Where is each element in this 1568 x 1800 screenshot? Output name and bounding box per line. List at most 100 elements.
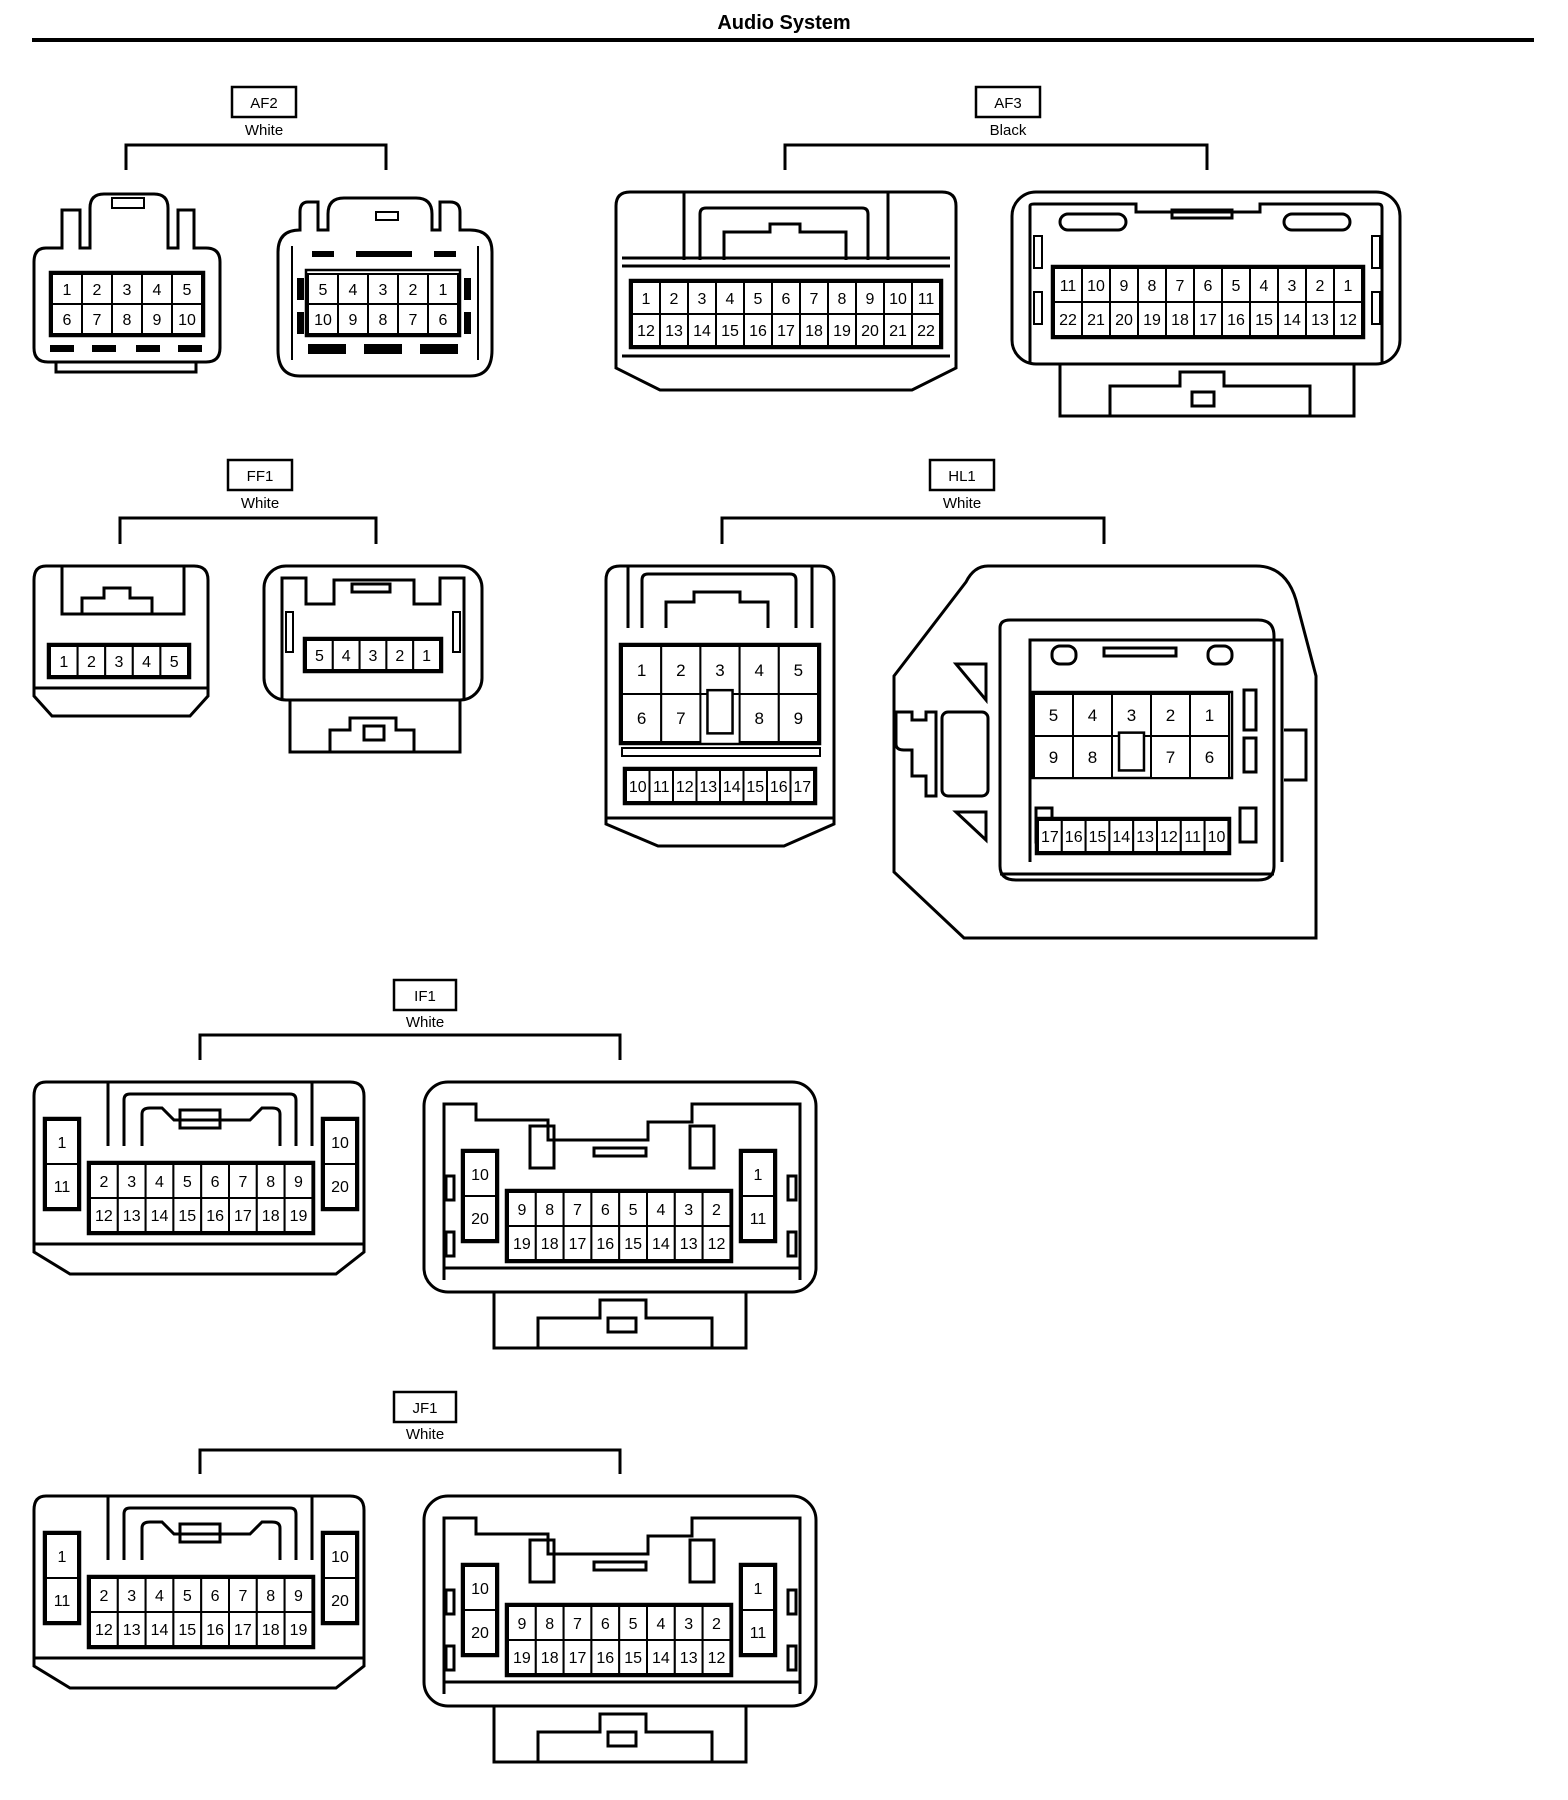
pin-number: 9 bbox=[866, 291, 875, 308]
pin-number: 10 bbox=[471, 1167, 489, 1184]
pin-number: 18 bbox=[541, 1650, 559, 1667]
pin-number: 12 bbox=[95, 1208, 113, 1225]
pin-number: 3 bbox=[127, 1174, 136, 1191]
pin-number: 5 bbox=[183, 1174, 192, 1191]
pin-number: 4 bbox=[1260, 278, 1269, 295]
pin-number: 14 bbox=[1112, 829, 1130, 846]
pin-number: 19 bbox=[513, 1650, 531, 1667]
connector-color: White bbox=[406, 1426, 444, 1443]
pin-number: 11 bbox=[750, 1211, 767, 1228]
pin-grid-if1-left-side-a: 111 bbox=[45, 1119, 79, 1209]
pin-number: 21 bbox=[1087, 312, 1105, 329]
pin-cell bbox=[463, 1195, 497, 1241]
pin-cell bbox=[1221, 267, 1251, 303]
hl1-female-housing bbox=[604, 564, 836, 848]
pin-cell bbox=[228, 1611, 258, 1647]
pin-cell bbox=[741, 1565, 775, 1611]
pin-number: 3 bbox=[379, 282, 388, 299]
pin-number: 7 bbox=[676, 709, 685, 728]
pin-number: 14 bbox=[693, 323, 711, 340]
pin-number: 9 bbox=[1120, 278, 1129, 295]
pin-number: 8 bbox=[1088, 748, 1097, 767]
pin-cell bbox=[427, 273, 459, 305]
pin-number: 17 bbox=[234, 1622, 252, 1639]
pin-cell bbox=[1203, 819, 1230, 853]
pin-cell bbox=[131, 645, 162, 677]
pin-number: 6 bbox=[601, 1202, 610, 1219]
pin-number: 11 bbox=[54, 1179, 71, 1196]
side-rib bbox=[1033, 235, 1043, 269]
pin-number: 10 bbox=[331, 1549, 349, 1566]
connector-code: FF1 bbox=[247, 468, 274, 485]
pin-cell bbox=[701, 1639, 732, 1675]
pin-cell bbox=[283, 1577, 314, 1613]
pin-number: 10 bbox=[629, 779, 647, 796]
bracket bbox=[198, 1448, 622, 1474]
pin-cell bbox=[621, 693, 663, 743]
pin-number: 17 bbox=[1041, 829, 1059, 846]
pin-number: 11 bbox=[1060, 278, 1077, 295]
pin-number: 18 bbox=[805, 323, 823, 340]
pin-number: 3 bbox=[715, 661, 724, 680]
pin-cell bbox=[883, 281, 913, 315]
pin-number: 8 bbox=[545, 1616, 554, 1633]
pin-number: 9 bbox=[294, 1174, 303, 1191]
pin-number: 7 bbox=[238, 1174, 247, 1191]
connector-code: JF1 bbox=[412, 1400, 437, 1417]
pin-cell bbox=[660, 693, 702, 743]
pin-cell bbox=[116, 1197, 147, 1233]
jf1-female-housing bbox=[32, 1494, 366, 1690]
pin-cell bbox=[159, 645, 189, 677]
pin-number: 16 bbox=[1227, 312, 1245, 329]
pin-number: 4 bbox=[656, 1202, 665, 1219]
pin-cell bbox=[1305, 301, 1335, 337]
pin-cell bbox=[618, 1639, 649, 1675]
pin-cell bbox=[463, 1151, 497, 1197]
pin-cell bbox=[51, 303, 83, 335]
pin-number: 22 bbox=[917, 323, 935, 340]
pin-number: 1 bbox=[1344, 278, 1353, 295]
af3-male-housing bbox=[1010, 190, 1402, 418]
pin-number: 10 bbox=[471, 1581, 489, 1598]
pin-cell bbox=[1165, 267, 1195, 303]
pin-number: 8 bbox=[545, 1202, 554, 1219]
pin-number: 10 bbox=[1208, 829, 1226, 846]
pin-number: 16 bbox=[206, 1622, 224, 1639]
pin-number: 12 bbox=[1339, 312, 1357, 329]
pin-cell bbox=[111, 303, 143, 335]
pin-cell bbox=[1150, 735, 1191, 779]
connector-label-box bbox=[230, 85, 298, 119]
bracket bbox=[124, 143, 388, 170]
pin-cell bbox=[255, 1611, 286, 1647]
side-rib bbox=[464, 312, 471, 334]
pin-cell bbox=[789, 769, 815, 803]
pin-number: 13 bbox=[123, 1622, 141, 1639]
connector-label-box bbox=[928, 458, 996, 492]
side-rib bbox=[1033, 291, 1043, 325]
af2-male-housing bbox=[276, 196, 494, 378]
ff1-female-housing bbox=[32, 564, 210, 718]
pin-number: 4 bbox=[754, 661, 763, 680]
pin-cell bbox=[45, 1119, 79, 1165]
pin-number: 2 bbox=[670, 291, 679, 308]
pin-number: 22 bbox=[1059, 312, 1077, 329]
pin-number: 15 bbox=[746, 779, 764, 796]
pin-cell bbox=[1111, 693, 1152, 737]
pin-cell bbox=[562, 1225, 593, 1261]
pin-number: 8 bbox=[123, 312, 132, 329]
pin-cell bbox=[89, 1197, 119, 1233]
pin-number: 10 bbox=[178, 312, 196, 329]
pin-number: 8 bbox=[754, 709, 763, 728]
latch-slot bbox=[434, 251, 456, 257]
key-cavity bbox=[1117, 731, 1146, 772]
